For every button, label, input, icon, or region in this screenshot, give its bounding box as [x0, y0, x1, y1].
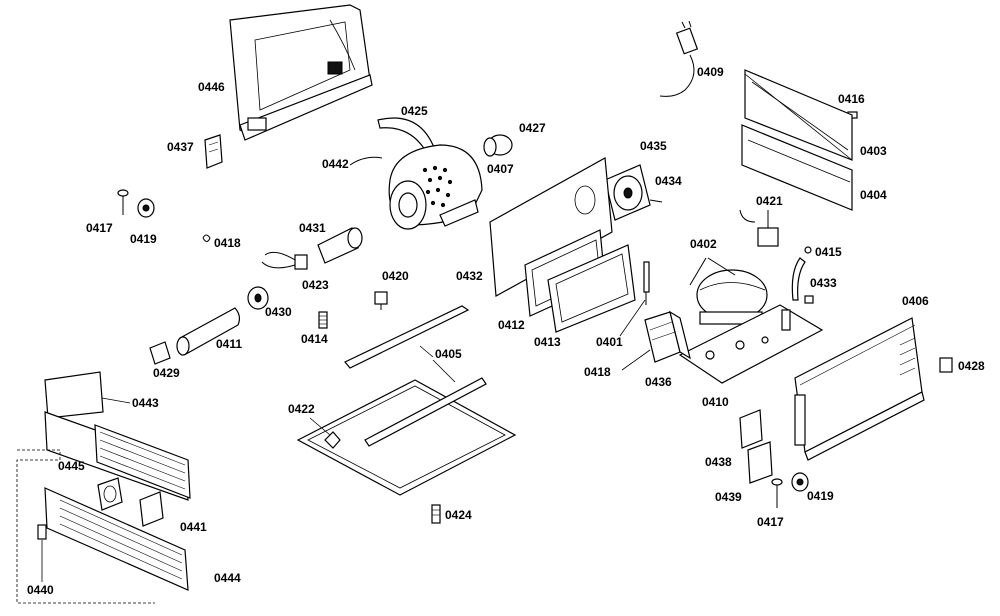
label-0407: 0407	[487, 162, 514, 176]
part-0417-screw-a	[117, 189, 129, 215]
label-0417b: 0417	[757, 515, 784, 529]
part-0438-bracket	[739, 409, 763, 449]
part-0407-fan-housing	[388, 144, 483, 230]
part-0419-knob-a	[137, 198, 155, 218]
assembly-boundary	[16, 449, 155, 604]
label-0442: 0442	[322, 157, 349, 171]
label-0420: 0420	[382, 269, 409, 283]
label-0428: 0428	[958, 359, 985, 373]
label-0409: 0409	[697, 65, 724, 79]
part-0431-cylinder	[317, 227, 363, 264]
label-0413: 0413	[534, 335, 561, 349]
label-0418b: 0418	[584, 365, 611, 379]
label-0416a: 0416	[838, 92, 865, 106]
label-0410: 0410	[702, 395, 729, 409]
label-0430: 0430	[265, 305, 292, 319]
label-0440: 0440	[27, 583, 54, 597]
part-0434-fan	[604, 164, 663, 221]
part-0405-rail	[344, 305, 470, 369]
part-0414-spring	[318, 311, 328, 329]
label-0412: 0412	[498, 318, 525, 332]
label-0425: 0425	[401, 104, 428, 118]
label-0441: 0441	[180, 520, 207, 534]
label-0445: 0445	[58, 459, 85, 473]
part-0446-panel	[229, 4, 373, 141]
label-0406: 0406	[902, 294, 929, 308]
part-0442-wire	[349, 156, 383, 166]
part-0415-grommet	[804, 246, 812, 254]
part-0444-grille	[44, 487, 189, 591]
part-0432-plate	[489, 157, 613, 297]
label-0418a: 0418	[214, 236, 241, 250]
part-0441-bracket	[139, 491, 164, 527]
part-0427-cylinder	[483, 134, 513, 157]
part-0422-clip	[324, 431, 341, 449]
label-0427: 0427	[519, 121, 546, 135]
label-0437: 0437	[167, 140, 194, 154]
label-0421: 0421	[756, 194, 783, 208]
label-0434: 0434	[655, 174, 682, 188]
label-0424: 0424	[445, 508, 472, 522]
label-0422: 0422	[288, 402, 315, 416]
label-0439: 0439	[715, 490, 742, 504]
part-0403-cover	[744, 69, 853, 161]
part-0417-screw-b	[771, 478, 783, 508]
label-0433: 0433	[810, 276, 837, 290]
label-0429: 0429	[153, 366, 180, 380]
label-0446: 0446	[198, 80, 225, 94]
part-0418-clip-a	[202, 234, 211, 242]
part-0436-box	[644, 310, 691, 363]
part-0421-relay	[739, 209, 779, 247]
part-0406-board	[794, 317, 925, 461]
label-0415: 0415	[815, 245, 842, 259]
label-0403: 0403	[860, 144, 887, 158]
label-0436: 0436	[645, 375, 672, 389]
label-0414: 0414	[301, 332, 328, 346]
label-0419b: 0419	[807, 489, 834, 503]
label-0405: 0405	[435, 347, 462, 361]
part-hose	[791, 257, 806, 301]
part-0428-connector	[939, 357, 953, 373]
part-0401-sensor	[643, 261, 650, 305]
part-0445-fan	[97, 477, 123, 511]
part-0423-socket	[261, 251, 308, 270]
label-0431: 0431	[299, 221, 326, 235]
part-0402-compressor	[689, 257, 768, 325]
label-0423: 0423	[302, 278, 329, 292]
label-0417a: 0417	[86, 221, 113, 235]
part-0437-bracket	[204, 134, 223, 169]
label-0435: 0435	[640, 139, 667, 153]
part-0405-shelf	[296, 377, 517, 496]
part-0404-cover	[741, 124, 853, 211]
part-0409-power-cord	[659, 20, 699, 97]
part-0433-clip	[804, 295, 814, 304]
label-0444: 0444	[214, 571, 241, 585]
part-0419-knob-b	[791, 472, 809, 492]
part-0420-switch	[374, 291, 388, 310]
part-0411-lamp	[176, 307, 241, 356]
part-0440-clip	[37, 524, 47, 540]
label-0438: 0438	[705, 455, 732, 469]
part-0424-spring	[431, 504, 441, 524]
part-0430-socket	[247, 286, 269, 310]
label-0404: 0404	[860, 188, 887, 202]
part-0439-bracket	[747, 441, 773, 484]
label-0411: 0411	[216, 337, 242, 351]
part-0443-grille	[44, 371, 191, 501]
label-0419a: 0419	[130, 232, 157, 246]
label-0443: 0443	[132, 396, 159, 410]
label-0401: 0401	[596, 335, 623, 349]
label-0402: 0402	[690, 237, 717, 251]
part-0413-heater	[547, 244, 636, 333]
part-0410-base-plate	[678, 304, 824, 384]
part-0429-cap	[149, 341, 171, 365]
label-0432: 0432	[456, 269, 483, 283]
